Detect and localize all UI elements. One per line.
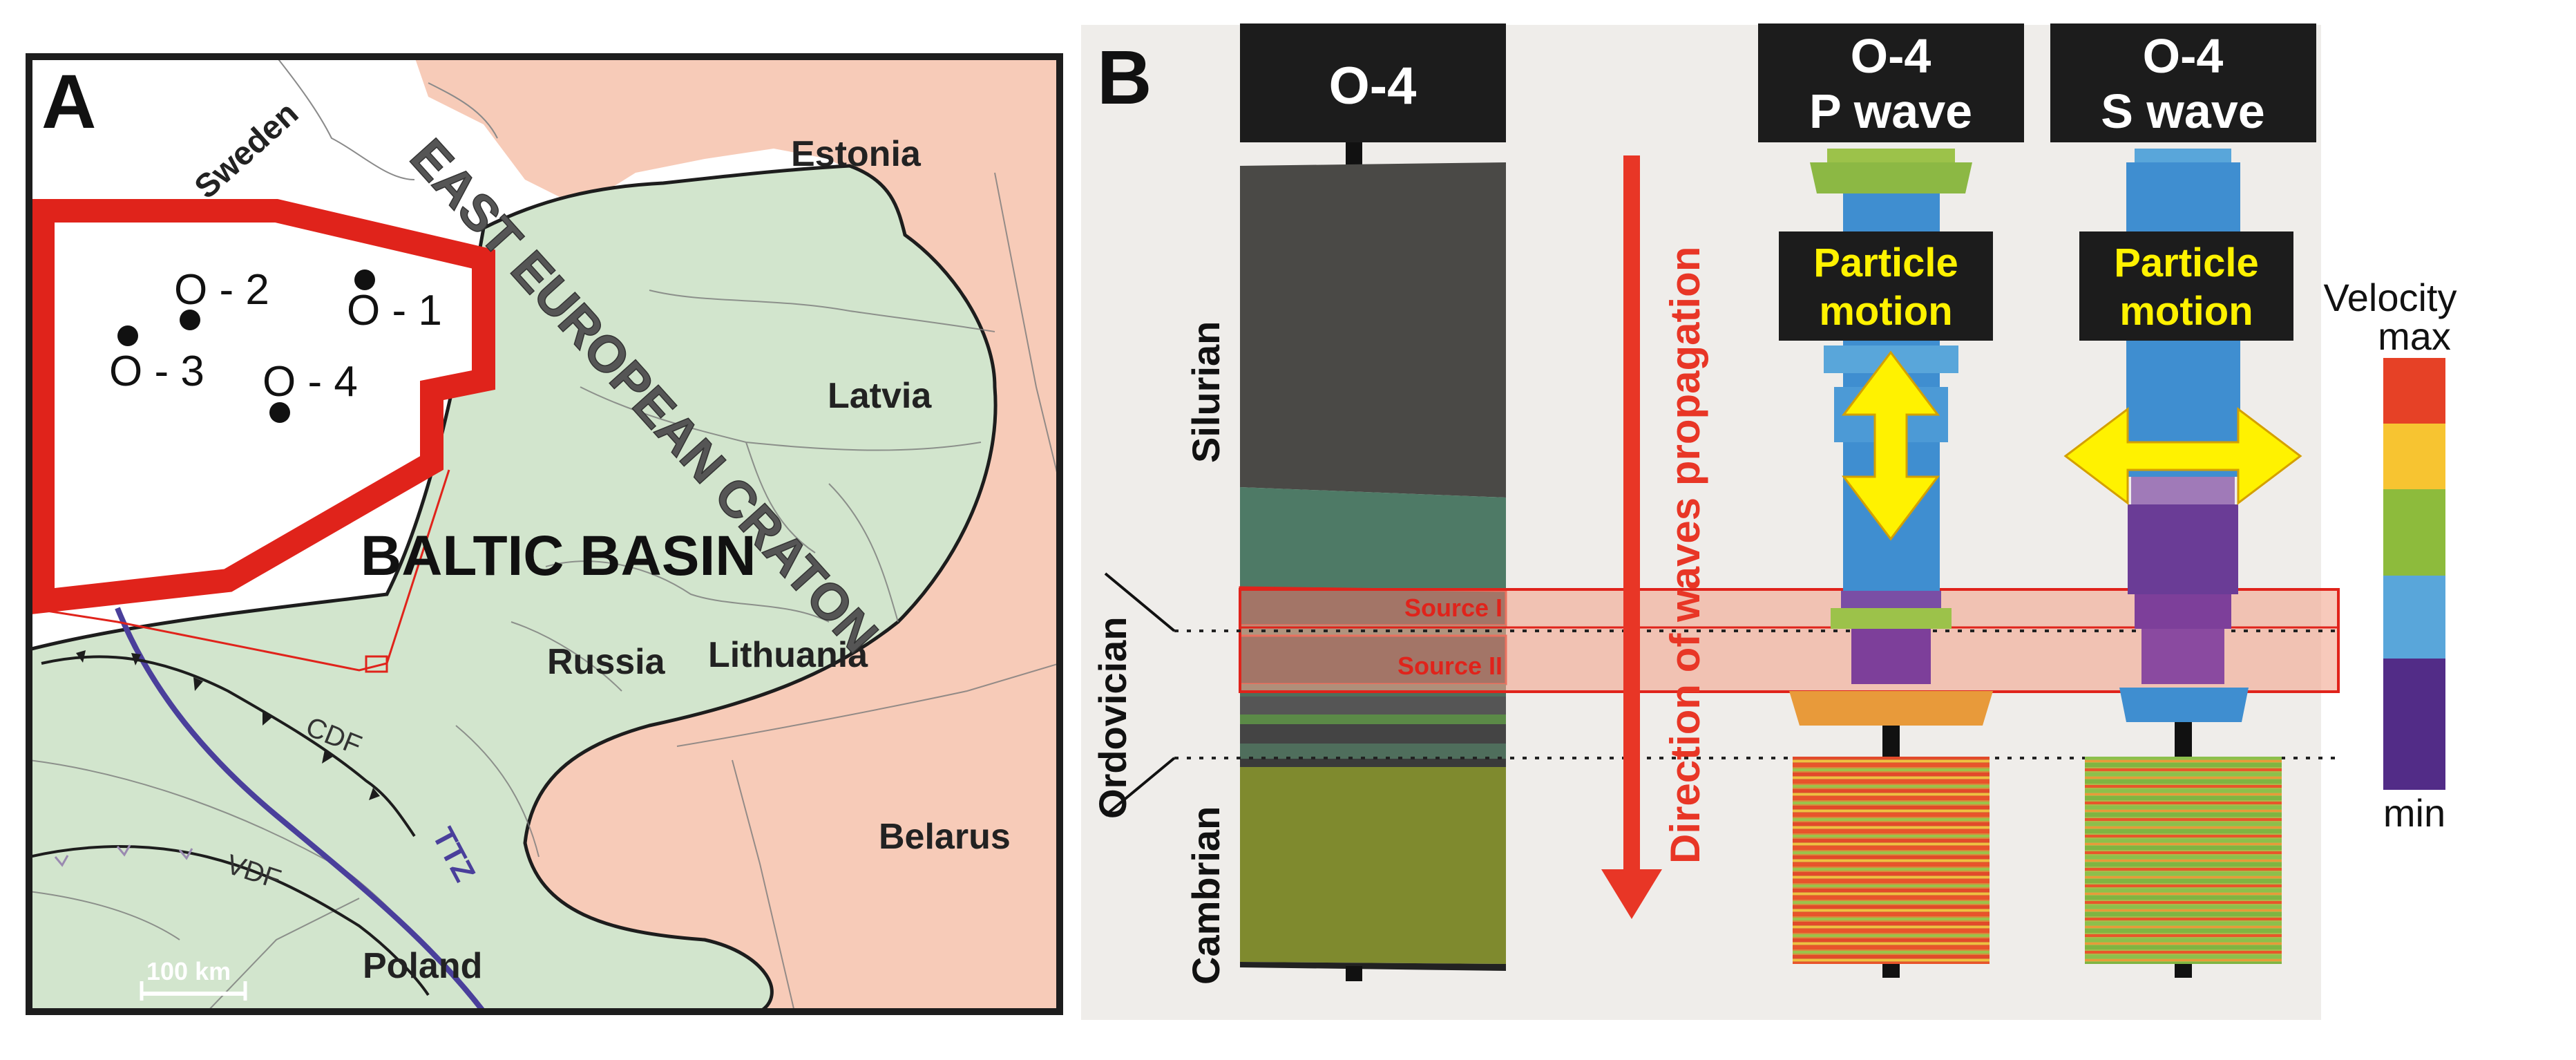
p-wave-header-sub: P wave — [1809, 84, 1972, 138]
core-header-box — [1240, 23, 1506, 142]
p-motion-line2: motion — [1819, 289, 1952, 334]
propagation-arrow — [1601, 155, 1662, 919]
s-wave-header-title: O-4 — [2143, 29, 2224, 83]
panel-a-map: A Sweden Estonia Latvia Russia Lithuania… — [26, 53, 1063, 1015]
p-motion-arrow — [1841, 350, 1940, 541]
well-o2-label: O - 2 — [174, 266, 269, 314]
study-area-frame — [31, 199, 495, 615]
wells: O - 1 O - 2 O - 3 O - 4 — [109, 266, 442, 423]
stratum-silurian: Silurian — [1184, 321, 1228, 463]
velocity-legend: Velocity max min — [2324, 276, 2457, 835]
p-motion-line1: Particle — [1813, 240, 1958, 285]
core-column — [1239, 142, 1507, 981]
label-russia: Russia — [547, 642, 666, 682]
label-latvia: Latvia — [828, 376, 932, 416]
well-o2-marker — [180, 310, 200, 330]
cdf-fault — [41, 655, 416, 837]
p-motion-box — [1779, 231, 1993, 341]
stratum-ordovician: Ordovician — [1091, 616, 1134, 819]
well-o4-label: O - 4 — [263, 358, 358, 406]
s-motion-arrow — [2063, 406, 2302, 506]
well-o1-label: O - 1 — [347, 287, 442, 334]
well-o1-marker — [354, 269, 375, 290]
vdf-fault — [29, 845, 430, 996]
s-wave-header-sub: S wave — [2101, 84, 2264, 138]
well-o4-marker — [269, 402, 290, 423]
ttz-line — [115, 607, 486, 1012]
stratum-cambrian: Cambrian — [1184, 806, 1228, 985]
label-lithuania: Lithuania — [708, 635, 868, 675]
panel-a-letter: A — [41, 59, 96, 144]
panel-b-letter: B — [1097, 35, 1152, 120]
velocity-legend-max: max — [2378, 314, 2451, 358]
scale-bar: 100 km — [140, 957, 247, 1001]
panel-b: B O-4 O-4 P wave O-4 S wave — [1081, 23, 2457, 1020]
s-wave-header-box — [2050, 23, 2316, 142]
p-wave-header-title: O-4 — [1851, 29, 1931, 83]
craton-area — [29, 164, 998, 1012]
s-motion-line1: Particle — [2114, 240, 2259, 285]
velocity-legend-min: min — [2383, 791, 2445, 835]
source-2-label: Source II — [1397, 652, 1502, 680]
label-baltic-basin: BALTIC BASIN — [361, 524, 756, 587]
propagation-label: Direction of waves propagation — [1662, 247, 1708, 864]
ordovician-bracket — [1104, 572, 1176, 817]
p-wave-header-box — [1758, 23, 2024, 142]
label-estonia: Estonia — [791, 134, 922, 174]
s-wave-column — [2085, 149, 2282, 978]
scale-bar-label: 100 km — [146, 957, 231, 985]
well-o3-label: O - 3 — [109, 348, 204, 395]
velocity-legend-title: Velocity — [2324, 276, 2457, 319]
s-motion-line2: motion — [2119, 289, 2253, 334]
map-border — [26, 53, 1063, 1015]
label-poland: Poland — [363, 946, 482, 986]
source-1-label: Source I — [1404, 594, 1502, 622]
core-header-label: O-4 — [1329, 57, 1417, 115]
label-belarus: Belarus — [879, 817, 1011, 857]
s-motion-box — [2079, 231, 2293, 341]
well-o3-marker — [117, 325, 138, 346]
